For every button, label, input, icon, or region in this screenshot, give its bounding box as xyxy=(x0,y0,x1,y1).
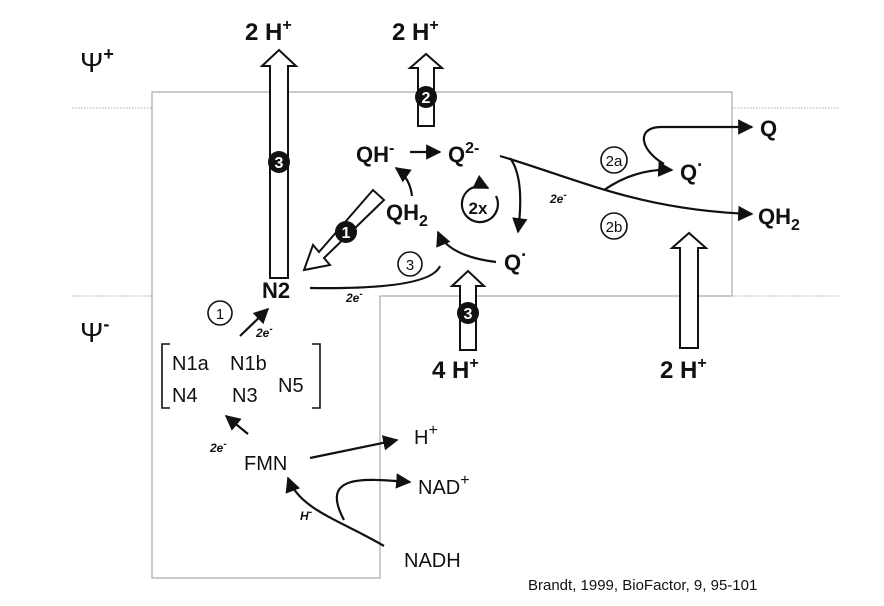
step-badge-3-open: 3 xyxy=(397,251,423,277)
proton-label-bottom-right: 2 H+ xyxy=(660,355,707,384)
cluster-n2: N2 xyxy=(262,278,290,303)
step-badge-1-open: 1 xyxy=(207,300,233,326)
svg-text:1: 1 xyxy=(216,306,224,323)
proton-label-top-mid: 2 H+ xyxy=(392,17,439,46)
proton-arrow-right xyxy=(669,231,709,349)
cluster-n5: N5 xyxy=(278,375,304,397)
cluster-n4: N4 xyxy=(172,385,198,407)
step-badge-2b: 2b xyxy=(600,212,628,240)
psi-minus-label: Ψ- xyxy=(80,314,109,348)
svg-text:2: 2 xyxy=(422,90,431,107)
step-2x-label: 2x xyxy=(469,199,488,218)
electron-label-n2: 2e- xyxy=(345,289,363,305)
cluster-n3: N3 xyxy=(232,385,258,407)
species-qh2-inner: QH2 xyxy=(386,200,428,230)
svg-text:1: 1 xyxy=(342,225,351,242)
svg-text:2a: 2a xyxy=(606,153,623,170)
species-q-dot-inner: Q· xyxy=(504,245,527,275)
product-nad-plus: NAD+ xyxy=(418,472,470,499)
species-qh-minus: QH- xyxy=(356,140,394,167)
svg-text:2b: 2b xyxy=(606,219,623,236)
electron-label-clusters: 2e- xyxy=(255,324,273,340)
step-badge-3-bottom: 3 xyxy=(457,302,479,324)
complex-outline xyxy=(151,91,733,579)
proton-label-bottom-mid: 4 H+ xyxy=(432,355,479,384)
species-qh2-outer: QH2 xyxy=(758,204,800,234)
cofactor-fmn: FMN xyxy=(244,453,287,475)
step-badge-2a: 2a xyxy=(600,146,628,174)
reaction-arrows xyxy=(224,119,754,547)
citation: Brandt, 1999, BioFactor, 9, 95-101 xyxy=(528,577,757,594)
svg-text:3: 3 xyxy=(275,155,284,172)
electron-label-fmn: 2e- xyxy=(209,439,227,455)
step-badge-1: 1 xyxy=(335,221,357,243)
svg-text:3: 3 xyxy=(464,306,473,323)
cycle-2x-arrow xyxy=(460,174,499,224)
species-q-outer: Q xyxy=(760,116,777,141)
species-q-dot-outer: Q· xyxy=(680,155,703,185)
cluster-n1b: N1b xyxy=(230,353,267,375)
product-h-plus: H+ xyxy=(414,422,438,449)
cluster-n1a: N1a xyxy=(172,353,210,375)
step-badge-3-top: 3 xyxy=(268,151,290,173)
electron-label-q2: 2e- xyxy=(549,190,567,206)
step-badge-2: 2 xyxy=(415,86,437,108)
svg-text:3: 3 xyxy=(406,257,414,274)
membrane-lines xyxy=(72,107,840,297)
proton-label-top-left: 2 H+ xyxy=(245,17,292,46)
species-q-2minus: Q2- xyxy=(448,140,479,167)
hydride-label: H- xyxy=(300,507,313,523)
iron-sulfur-cluster-group: N1a N1b N4 N3 N5 xyxy=(161,343,321,409)
substrate-nadh: NADH xyxy=(404,550,461,572)
psi-plus-label: Ψ+ xyxy=(80,44,114,78)
